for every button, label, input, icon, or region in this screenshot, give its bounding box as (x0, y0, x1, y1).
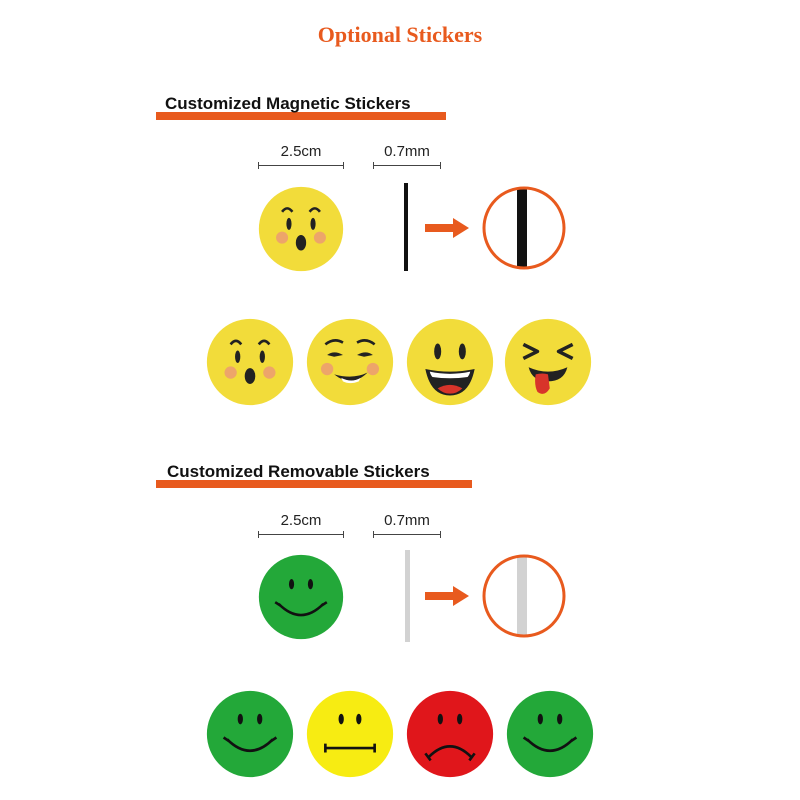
thickness-label: 0.7mm (384, 143, 430, 160)
winking-smirk-emoji (306, 318, 394, 406)
sticker-thickness-line (405, 550, 410, 642)
magnified-thickness-circle (482, 186, 566, 275)
diameter-label: 2.5cm (280, 512, 322, 529)
green-smiley (206, 690, 294, 778)
dimension-rule (373, 531, 441, 538)
magnet-thickness-line (404, 183, 408, 271)
thickness-label: 0.7mm (384, 512, 430, 529)
yellow-neutral-face (306, 690, 394, 778)
dimension-rule (373, 162, 441, 169)
page-title: Optional Stickers (317, 22, 483, 47)
heading-underline-bar (156, 480, 472, 488)
magnified-thickness-circle (482, 554, 566, 643)
surprised-emoji-sample (258, 186, 344, 272)
thickness-dimension: 0.7mm (373, 143, 441, 169)
diameter-dimension: 2.5cm (258, 512, 344, 538)
removable-heading: Customized Removable Stickers (167, 462, 430, 481)
surprised-emoji (206, 318, 294, 406)
dimension-rule (258, 162, 344, 169)
red-sad-face (406, 690, 494, 778)
grinning-emoji (406, 318, 494, 406)
magnetic-section-header: Customized Magnetic Stickers (156, 94, 446, 120)
removable-section-header: Customized Removable Stickers (156, 462, 472, 488)
thickness-dimension: 0.7mm (373, 512, 441, 538)
diameter-dimension: 2.5cm (258, 143, 344, 169)
green-smiley-sample (258, 554, 344, 640)
heading-underline-bar (156, 112, 446, 120)
diameter-label: 2.5cm (280, 143, 322, 160)
dimension-rule (258, 531, 344, 538)
tongue-out-emoji (504, 318, 592, 406)
magnetic-heading: Customized Magnetic Stickers (165, 94, 411, 113)
arrow-right-icon (425, 586, 469, 611)
green-smiley (506, 690, 594, 778)
arrow-right-icon (425, 218, 469, 243)
